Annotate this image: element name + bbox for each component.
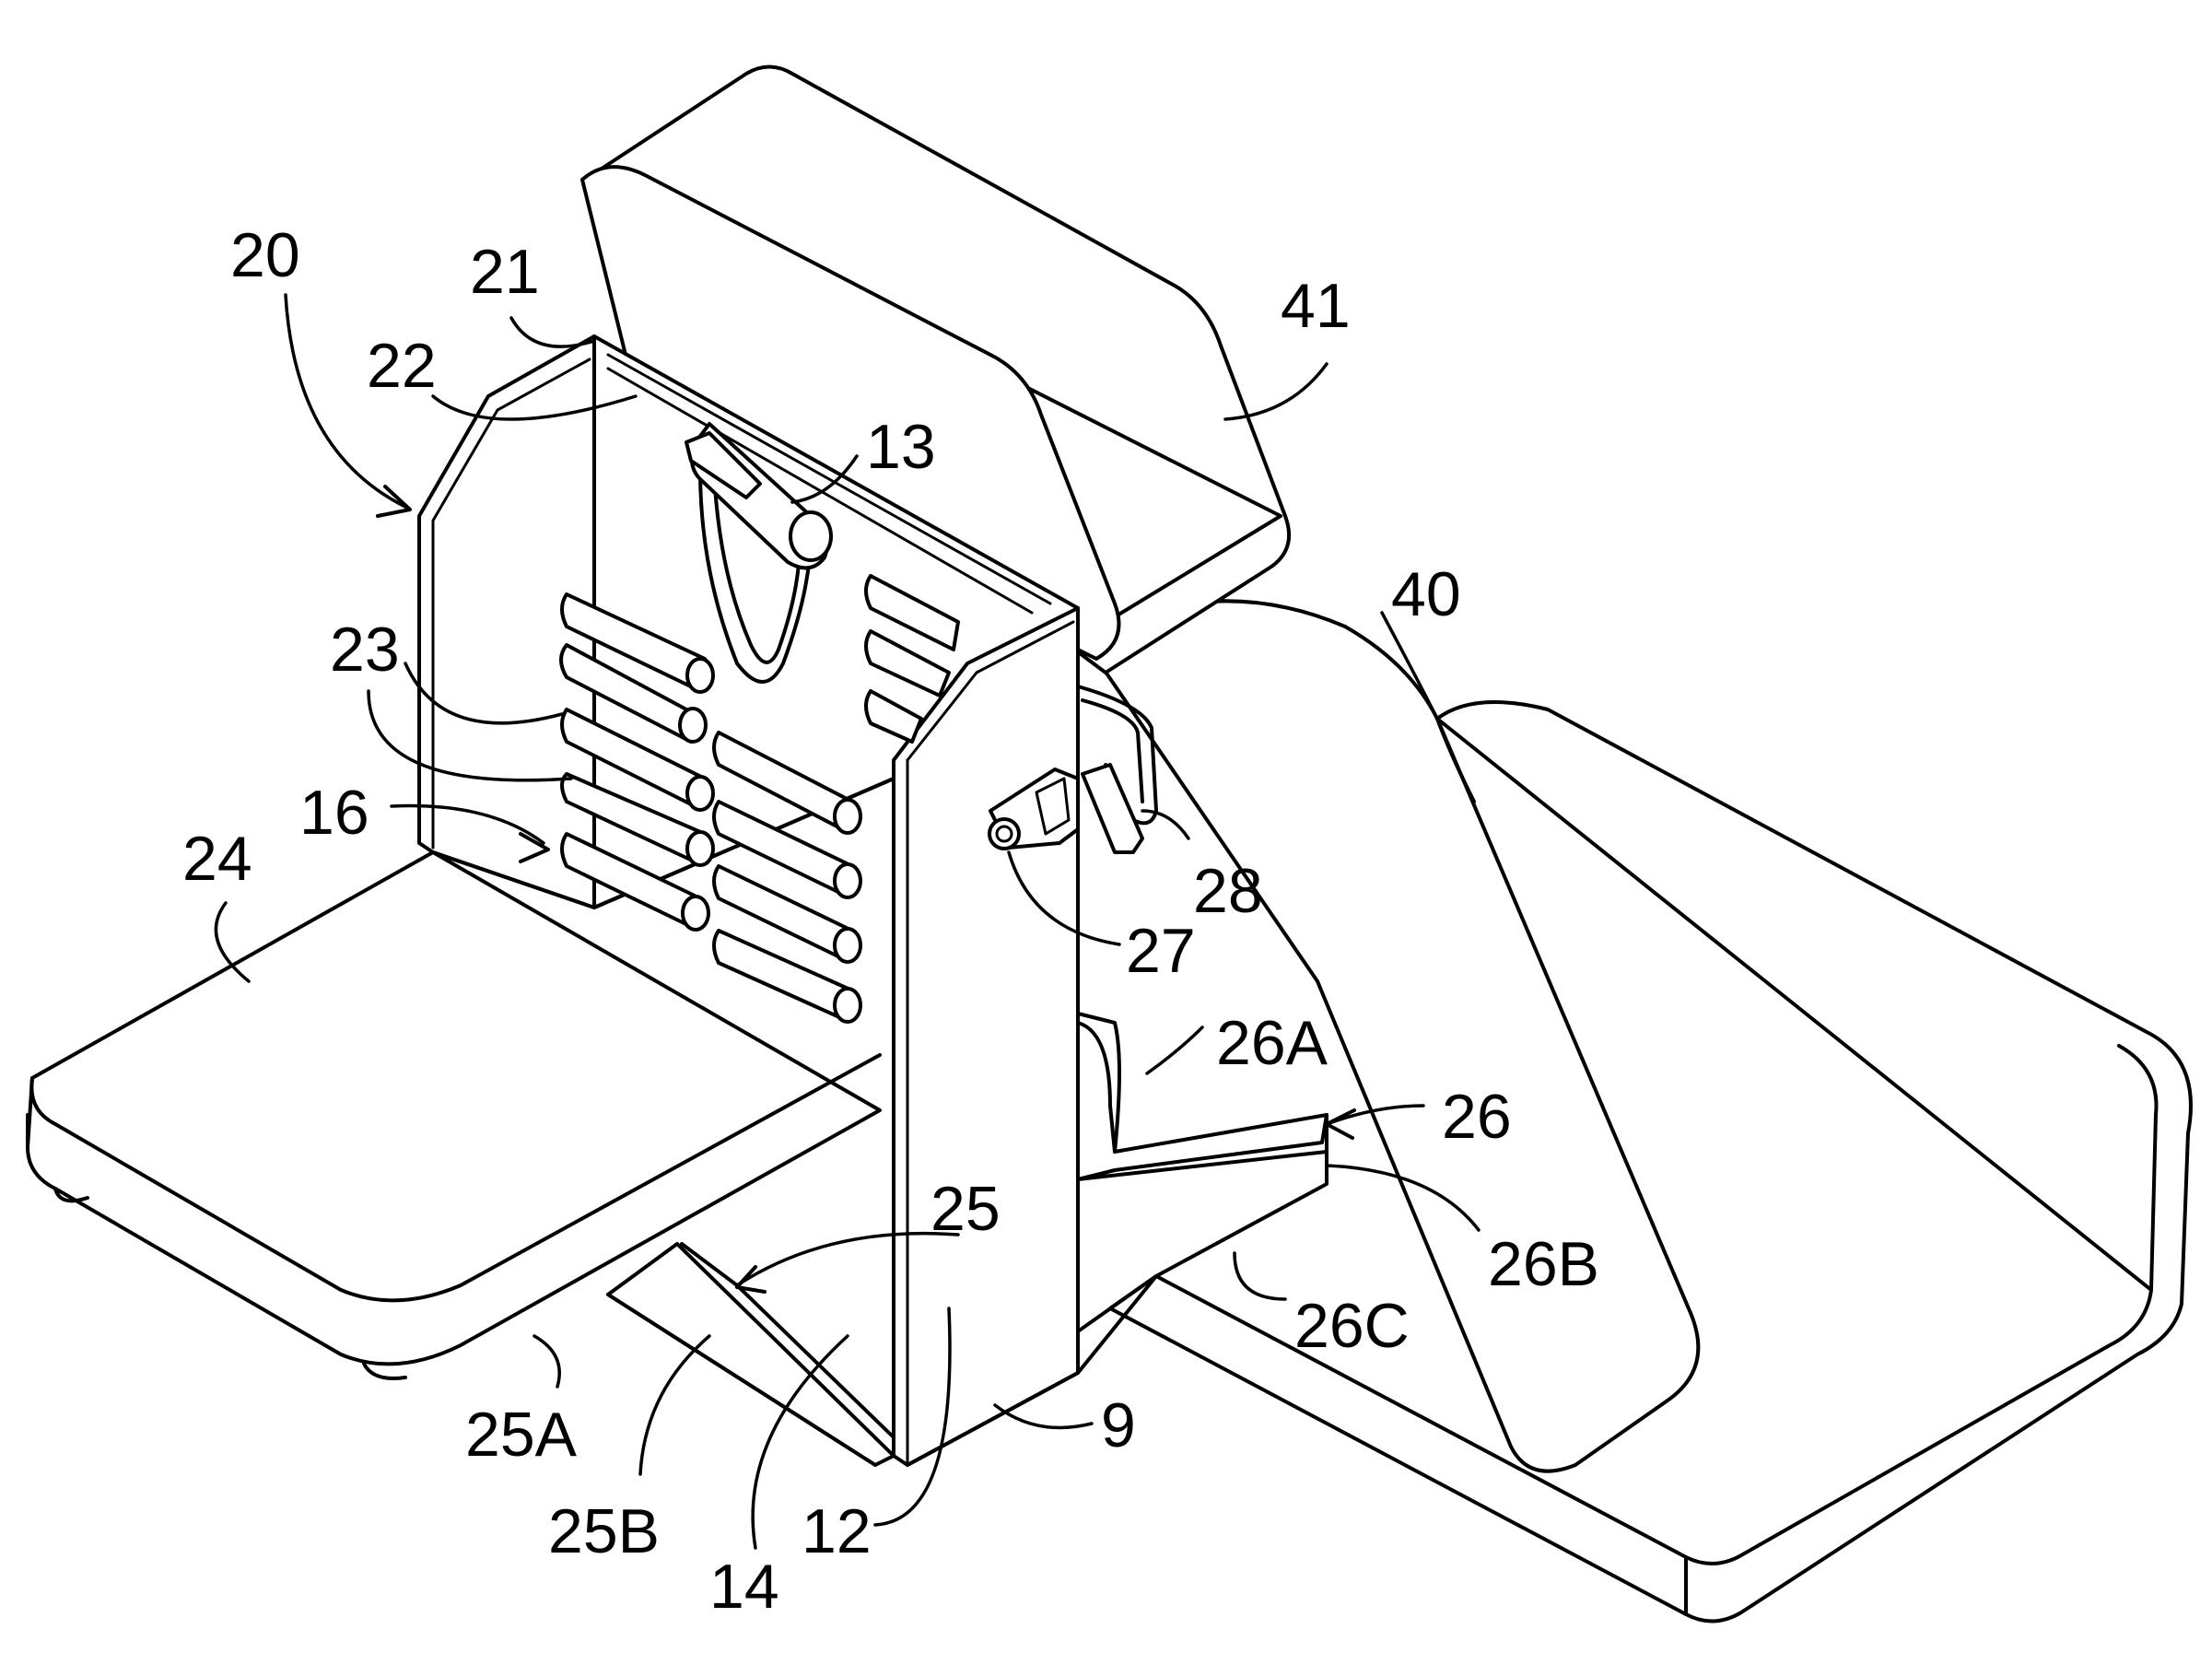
label-25B: 25B [548,1496,660,1566]
label-27: 27 [1126,916,1196,986]
label-12: 12 [802,1496,872,1566]
label-21: 21 [470,237,540,307]
label-24: 24 [182,824,252,894]
label-22: 22 [367,331,437,401]
label-14: 14 [709,1552,779,1622]
label-25: 25 [930,1174,1001,1244]
label-28: 28 [1193,856,1263,926]
label-9: 9 [1101,1390,1136,1460]
label-26C: 26C [1294,1291,1410,1361]
label-13: 13 [866,412,936,482]
label-26A: 26A [1216,1008,1328,1078]
label-40: 40 [1391,559,1461,629]
label-23: 23 [330,615,400,685]
label-25A: 25A [465,1400,578,1470]
label-16: 16 [299,778,369,848]
label-20: 20 [230,220,300,290]
label-41: 41 [1281,271,1351,341]
label-26B: 26B [1488,1229,1599,1299]
label-26: 26 [1442,1082,1512,1152]
